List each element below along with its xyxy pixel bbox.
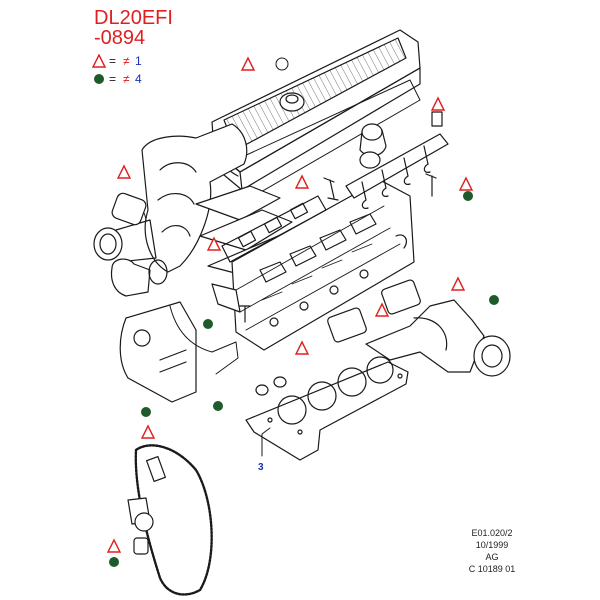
part-callout: 3 xyxy=(258,462,264,473)
diagram-title: DL20EFI xyxy=(94,7,173,29)
triangle-warning-icon xyxy=(206,236,222,251)
o-ring xyxy=(273,376,287,388)
footer-code: AG xyxy=(485,552,499,562)
triangle-warning-icon xyxy=(374,302,390,317)
footer-date: 10/1999 xyxy=(475,540,509,550)
footer-number: C 10189 01 xyxy=(468,564,516,574)
triangle-warning-icon xyxy=(294,340,310,355)
callout-leader xyxy=(261,427,271,457)
triangle-warning-icon xyxy=(92,54,106,68)
cylinder-head xyxy=(211,179,415,351)
triangle-warning-icon xyxy=(116,164,132,179)
timing-cover xyxy=(119,301,197,403)
chain-tensioner xyxy=(145,456,167,482)
water-outlet xyxy=(110,258,168,297)
triangle-warning-icon xyxy=(450,276,466,291)
green-dot-icon xyxy=(141,407,151,417)
fuel-injector-rail xyxy=(345,111,449,209)
chain-guide xyxy=(127,497,154,532)
o-ring xyxy=(255,384,269,396)
triangle-warning-markers xyxy=(106,56,474,553)
exhaust-manifold xyxy=(365,299,511,377)
green-dot-icon xyxy=(203,319,213,329)
footer-ref: E01.020/2 xyxy=(471,528,513,538)
diagram-subtitle: -0894 xyxy=(94,27,146,49)
intake-manifold-gasket xyxy=(221,195,327,263)
triangle-warning-icon xyxy=(240,56,256,71)
bolt xyxy=(323,177,339,201)
green-dot-icon xyxy=(463,191,473,201)
throttle-body xyxy=(93,192,157,263)
green-dot-icon xyxy=(109,557,119,567)
bolt xyxy=(425,173,437,197)
triangle-warning-icon xyxy=(140,424,156,439)
triangle-warning-icon xyxy=(106,538,122,553)
green-dot-icon xyxy=(489,295,499,305)
legend-value: 1 xyxy=(135,54,142,68)
cylinder-head-gasket xyxy=(245,356,409,461)
triangle-warning-icon xyxy=(458,176,474,191)
timing-cover-gasket xyxy=(169,305,239,375)
triangle-warning-icon xyxy=(294,174,310,189)
exhaust-port-gasket xyxy=(381,279,421,315)
legend-eq: = xyxy=(109,54,117,68)
tensioner-plunger xyxy=(133,537,149,555)
exhaust-port-gasket xyxy=(327,307,367,343)
green-dot-icon xyxy=(94,74,104,84)
bolt xyxy=(239,305,251,323)
legend-eq: = xyxy=(109,72,117,86)
legend-value: 4 xyxy=(135,72,142,86)
green-dot-icon xyxy=(213,401,223,411)
green-dot-markers xyxy=(109,191,499,567)
triangle-warning-icon xyxy=(430,96,446,111)
fuel-pressure-regulator xyxy=(359,123,387,169)
legend-neq: ≠ xyxy=(123,54,130,68)
legend-neq: ≠ xyxy=(123,72,130,86)
